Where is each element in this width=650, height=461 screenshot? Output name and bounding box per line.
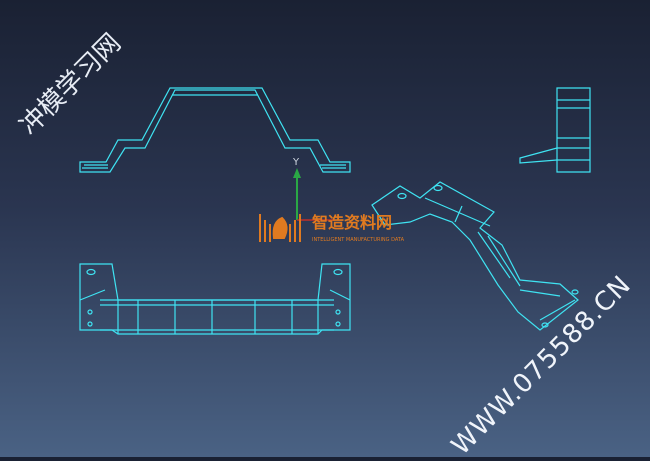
y-axis-label: Y — [293, 157, 300, 168]
bottom-view — [79, 263, 351, 335]
y-axis-arrow — [293, 168, 301, 178]
isometric-view — [371, 181, 579, 331]
side-view-profile — [519, 87, 591, 173]
front-view-profile — [79, 87, 351, 173]
logo-icon — [259, 214, 301, 242]
logo-subtitle: INTELLIGENT MANUFACTURING DATA — [312, 237, 405, 243]
logo-name: 智造资料网 — [312, 213, 393, 232]
